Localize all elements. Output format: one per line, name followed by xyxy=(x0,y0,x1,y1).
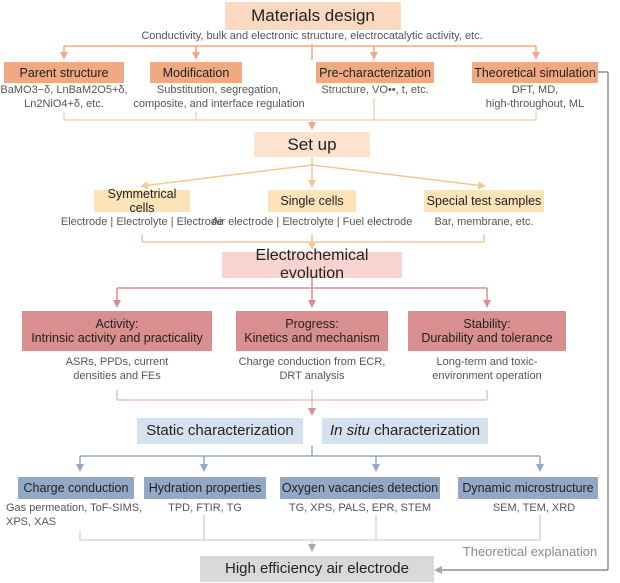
theoretical-explanation-arrow xyxy=(434,71,609,574)
final-collector xyxy=(79,515,541,552)
dynamic-microstructure-desc: SEM, TEM, XRD xyxy=(492,502,576,514)
theoretical-simulation-desc: DFT, MD, high-throughout, ML xyxy=(485,84,585,110)
modification-desc: Substitution, segregation, composite, an… xyxy=(133,84,305,110)
setup-arrows xyxy=(140,157,486,190)
symmetrical-cells-desc: Electrode | Electrolyte | Electrode xyxy=(60,216,224,228)
setup-box: Set up xyxy=(254,132,370,157)
parent-structure-desc: BaMO3−δ, LnBaM2O5+δ, Ln2NiO4+δ, etc. xyxy=(0,84,128,110)
hydration-properties-box: Hydration properties xyxy=(144,477,266,499)
materials-design-subtitle: Conductivity, bulk and electronic struct… xyxy=(141,30,483,42)
evolution-collector xyxy=(141,234,485,250)
high-efficiency-air-electrode-box: High efficiency air electrode xyxy=(200,556,434,582)
insitu-characterization-box: In situ characterization xyxy=(322,418,488,444)
progress-box: Progress: Kinetics and mechanism xyxy=(236,311,388,351)
modification-box: Modification xyxy=(150,62,242,83)
charge-conduction-desc: Gas permeation, ToF-SIMS, XPS, XAS xyxy=(6,502,143,528)
static-characterization-box: Static characterization xyxy=(137,418,303,444)
evolution-arrows xyxy=(113,278,491,308)
setup-collector xyxy=(63,98,537,130)
stability-desc: Long-term and toxic- environment operati… xyxy=(432,356,542,382)
electrochemical-evolution-box: Electrochemical evolution xyxy=(222,247,402,282)
theoretical-simulation-box: Theoretical simulation xyxy=(472,62,598,83)
materials-design-arrows xyxy=(60,44,540,60)
dynamic-microstructure-box: Dynamic microstructure xyxy=(458,477,598,499)
materials-design-title: Materials design xyxy=(251,6,375,26)
activity-desc: ASRs, PPDs, current densities and FEs xyxy=(65,356,169,382)
materials-design-box: Materials design xyxy=(225,2,401,30)
insitu-italic: In situ xyxy=(329,421,370,439)
progress-desc: Charge conduction from ECR, DRT analysis xyxy=(238,356,386,382)
hydration-properties-desc: TPD, FTIR, TG xyxy=(168,502,242,514)
insitu-rest: characterization xyxy=(369,421,481,439)
single-cells-box: Single cells xyxy=(268,190,356,212)
pre-characterization-desc: Structure, VO••, t, etc. xyxy=(321,84,429,96)
characterization-collector xyxy=(116,390,488,416)
special-test-samples-box: Special test samples xyxy=(424,190,544,212)
stability-box: Stability: Durability and tolerance xyxy=(408,311,566,351)
oxygen-vacancies-detection-box: Oxygen vacancies detection xyxy=(280,477,440,499)
single-cells-desc: Air electrode | Electrolyte | Fuel elect… xyxy=(211,216,413,228)
symmetrical-cells-box: Symmetrical cells xyxy=(94,187,190,215)
characterization-arrows xyxy=(76,446,544,472)
theoretical-explanation-label: Theoretical explanation xyxy=(462,544,598,559)
parent-structure-box: Parent structure xyxy=(4,62,124,83)
special-test-samples-desc: Bar, membrane, etc. xyxy=(434,216,534,228)
charge-conduction-box: Charge conduction xyxy=(18,477,134,499)
oxygen-vacancies-detection-desc: TG, XPS, PALS, EPR, STEM xyxy=(288,502,432,514)
pre-characterization-box: Pre-characterization xyxy=(316,62,434,83)
activity-box: Activity: Intrinsic activity and practic… xyxy=(22,311,212,351)
